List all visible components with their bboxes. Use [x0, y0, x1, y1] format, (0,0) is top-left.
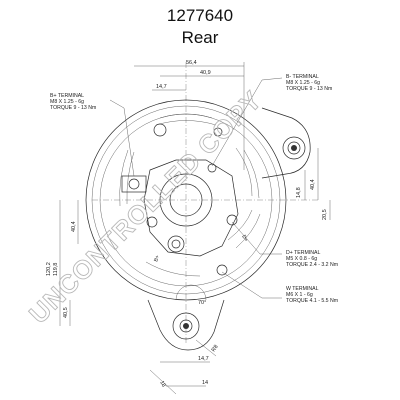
dim-14-7-bottom: 14,7	[198, 356, 209, 362]
d-plus-line1: D+ TERMINAL	[286, 250, 320, 256]
b-minus-line2: M8 X 1.25 - 6g	[286, 80, 320, 86]
callout-d-plus: D+ TERMINAL M5 X 0.8 - 6g TORQUE 2.4 - 3…	[286, 250, 338, 268]
dimension-lines	[59, 62, 331, 395]
view-label: Rear	[181, 28, 219, 47]
watermark: UNCONTROLLED COPY	[23, 85, 268, 330]
dim-40-4-right: 40,4	[310, 179, 316, 190]
dim-56-4: 56,4	[186, 60, 197, 66]
b-plus-line1: B+ TERMINAL	[50, 93, 84, 99]
b-minus-line1: B- TERMINAL	[286, 74, 319, 80]
callout-b-plus: B+ TERMINAL M8 X 1.25 - 6g TORQUE 9 - 13…	[50, 93, 96, 111]
dim-70-deg: 70°	[198, 300, 206, 306]
dim-14-8: 14,8	[296, 187, 302, 198]
w-line1: W TERMINAL	[286, 286, 319, 292]
dim-119-8: 119,8	[53, 263, 59, 276]
dim-40-5: 40,5	[63, 307, 69, 318]
lower-mounting-foot	[147, 299, 225, 351]
dim-40-9: 40,9	[200, 70, 211, 76]
vent-slots	[119, 113, 261, 277]
part-number-title: 1277640	[166, 6, 234, 25]
dim-14-bottom: 14	[202, 380, 208, 386]
w-line3: TORQUE 4.1 - 5.5 Nm	[286, 298, 338, 304]
w-line2: M6 X 1 - 6g	[286, 292, 313, 298]
d-plus-mark: D+	[240, 234, 249, 243]
dim-r8: R8	[211, 344, 220, 353]
dim-40-4-left: 40,4	[71, 221, 77, 232]
dim-14-7-top: 14,7	[156, 84, 167, 90]
d-plus-line2: M5 X 0.8 - 6g	[286, 256, 317, 262]
dim-18: 18	[158, 380, 166, 388]
callout-w-terminal: W TERMINAL M6 X 1 - 6g TORQUE 4.1 - 5.5 …	[286, 286, 338, 304]
dim-20-5: 20,5	[322, 209, 328, 220]
b-plus-line3: TORQUE 9 - 13 Nm	[50, 105, 96, 111]
b-plus-mark: B+	[153, 255, 161, 263]
upper-mounting-ear	[261, 107, 311, 179]
dim-120-2: 120,2	[46, 262, 52, 276]
leader-lines	[109, 77, 283, 299]
callout-b-minus: B- TERMINAL M8 X 1.25 - 6g TORQUE 9 - 13…	[286, 74, 332, 92]
b-minus-line3: TORQUE 9 - 13 Nm	[286, 86, 332, 92]
b-plus-line2: M8 X 1.25 - 6g	[50, 99, 84, 105]
d-plus-line3: TORQUE 2.4 - 3.2 Nm	[286, 262, 338, 268]
